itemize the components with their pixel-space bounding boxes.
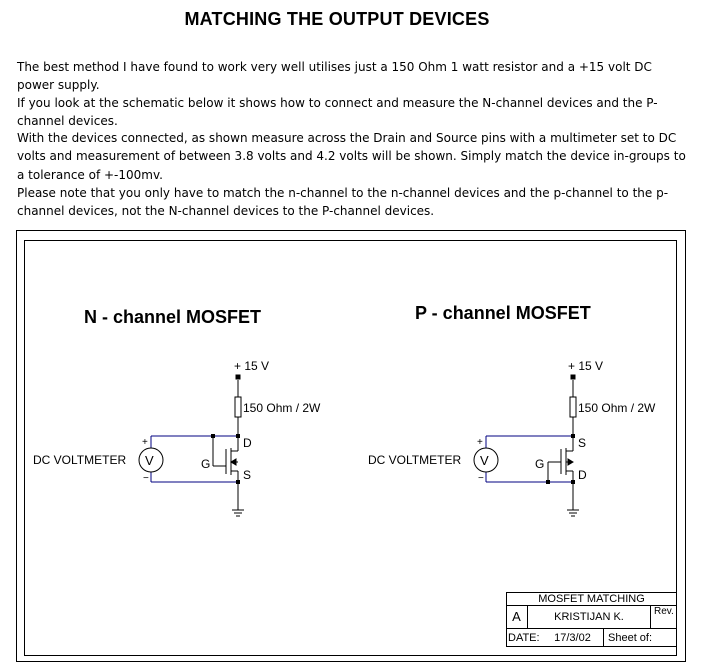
intro-paragraph: The best method I have found to work ver… xyxy=(17,60,652,93)
n-voltmeter-label: DC VOLTMETER xyxy=(33,453,126,467)
n-ground-icon xyxy=(232,509,244,517)
p-voltmeter-symbol: V xyxy=(480,453,489,468)
date-label: DATE: xyxy=(508,632,540,644)
n-voltmeter-symbol: V xyxy=(145,453,154,468)
page-title: MATCHING THE OUTPUT DEVICES xyxy=(184,9,490,29)
n-gate-label: G xyxy=(201,457,210,471)
n-top-pin-label: D xyxy=(243,436,252,450)
p-drain-junction xyxy=(571,480,575,484)
n-mosfet-symbol xyxy=(212,436,239,510)
p-top-pin-label: S xyxy=(578,436,586,450)
p-gate-label: G xyxy=(535,457,544,471)
n-supply-terminal xyxy=(235,374,241,380)
n-bottom-pin-label: S xyxy=(243,468,251,482)
title-block-border xyxy=(506,592,677,647)
drawing-author: KRISTIJAN K. xyxy=(528,606,651,629)
drawing-name: MOSFET MATCHING xyxy=(506,592,677,606)
p-channel-title: P - channel MOSFET xyxy=(415,303,591,323)
sheet-label: Sheet of: xyxy=(608,632,653,644)
drawing-size: A xyxy=(506,606,528,629)
p-resistor xyxy=(569,396,577,418)
n-channel-title: N - channel MOSFET xyxy=(84,307,261,327)
p-meter-wiring xyxy=(485,435,573,483)
n-minus-label: − xyxy=(143,473,149,484)
p-supply-label: + 15 V xyxy=(568,359,603,373)
p-voltmeter-icon xyxy=(473,447,499,473)
p-bottom-pin-label: D xyxy=(578,468,587,482)
drawing-frame xyxy=(16,230,686,662)
n-resistor-label: 150 Ohm / 2W xyxy=(243,401,321,415)
n-plus-label: + xyxy=(142,437,148,448)
n-voltmeter-icon xyxy=(138,447,164,473)
drawing-date: 17/3/02 xyxy=(542,629,604,647)
title-block: MOSFET MATCHING A KRISTIJAN K. Rev. DATE… xyxy=(506,592,677,647)
p-voltmeter-label: DC VOLTMETER xyxy=(368,453,461,467)
p-supply-terminal xyxy=(570,374,576,380)
n-channel-circuit: N - channel MOSFET + 15 V 150 Ohm / 2W xyxy=(33,307,321,517)
p-mosfet-symbol xyxy=(547,436,574,510)
measurement-paragraph: With the devices connected, as shown mea… xyxy=(17,131,686,182)
p-plus-label: + xyxy=(477,437,483,448)
schematic-paragraph: If you look at the schematic below it sh… xyxy=(17,96,658,129)
p-minus-label: − xyxy=(478,473,484,484)
matching-note-paragraph: Please note that you only have to match … xyxy=(17,186,669,219)
p-channel-circuit: P - channel MOSFET + 15 V 150 Ohm / 2W xyxy=(368,303,656,517)
p-resistor-label: 150 Ohm / 2W xyxy=(578,401,656,415)
revision-label: Rev. xyxy=(651,606,677,629)
n-supply-label: + 15 V xyxy=(234,359,269,373)
n-source-junction xyxy=(236,480,240,484)
drawing-border xyxy=(24,240,677,656)
p-ground-icon xyxy=(567,509,579,517)
n-resistor xyxy=(234,396,242,418)
n-meter-wiring xyxy=(150,435,238,483)
